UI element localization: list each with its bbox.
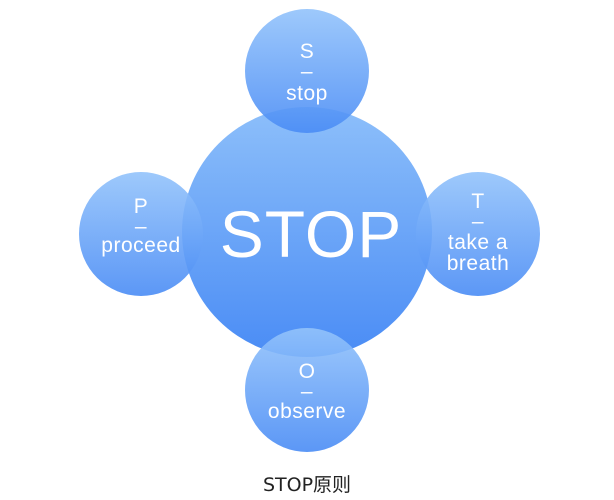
node-left-dash: – xyxy=(135,215,147,238)
node-left-letter: P xyxy=(134,195,149,218)
node-bottom-word: observe xyxy=(268,400,346,423)
node-top-dash: – xyxy=(301,60,313,83)
node-top-letter: S xyxy=(300,40,315,63)
diagram-caption: STOP原则 xyxy=(262,474,352,496)
node-left-circle xyxy=(79,172,203,296)
node-right-word-1: take a xyxy=(448,231,508,254)
node-top-word: stop xyxy=(286,82,328,105)
center-label: STOP xyxy=(220,197,403,271)
node-right-circle xyxy=(416,172,540,296)
center-circle xyxy=(182,107,432,357)
node-bottom-dash: – xyxy=(301,380,313,403)
node-right-word-2: breath xyxy=(447,252,510,275)
stop-principle-diagram: STOP S – stop P – proceed T – take a bre… xyxy=(79,9,540,452)
node-right-letter: T xyxy=(471,190,484,213)
node-right-dash: – xyxy=(472,210,484,233)
node-bottom-letter: O xyxy=(299,360,316,383)
node-top-circle xyxy=(245,9,369,133)
node-bottom-circle xyxy=(245,328,369,452)
node-left-word: proceed xyxy=(101,234,180,257)
